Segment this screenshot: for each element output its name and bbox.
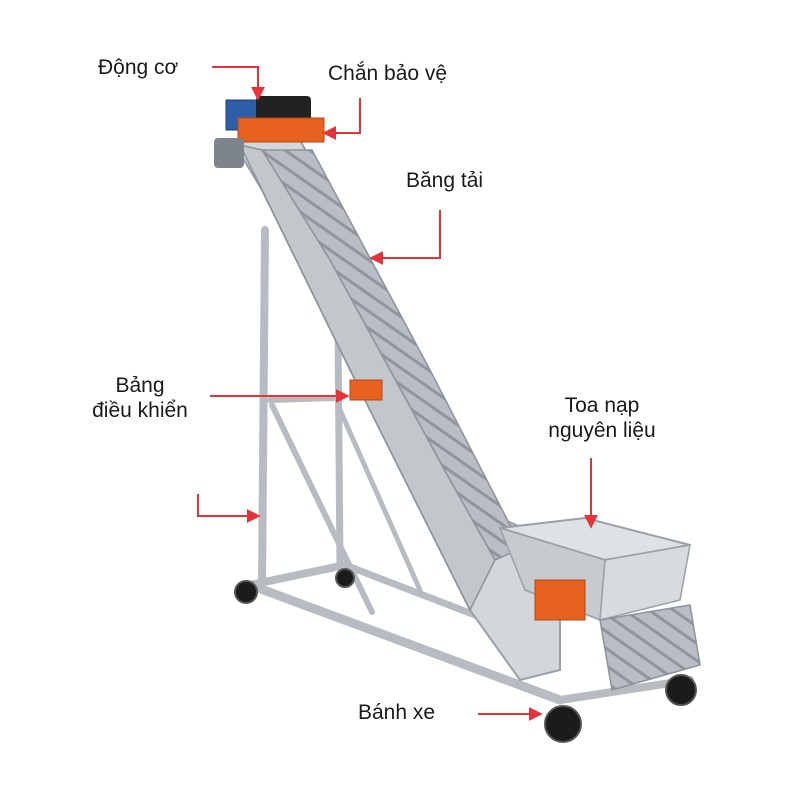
base-frame bbox=[245, 226, 694, 705]
label-control-line1: Bảng bbox=[115, 374, 165, 397]
hopper bbox=[498, 516, 701, 691]
label-control-line2: điều khiển bbox=[92, 399, 188, 422]
wheels bbox=[234, 568, 697, 743]
label-belt: Băng tải bbox=[406, 169, 484, 192]
guard-arrow bbox=[322, 98, 361, 140]
label-motor: Động cơ bbox=[98, 56, 179, 79]
leader-arrows bbox=[197, 66, 598, 721]
belt-arrow bbox=[369, 210, 441, 265]
label-wheel: Bánh xe bbox=[358, 701, 436, 724]
wheel bbox=[335, 568, 355, 588]
wheel bbox=[665, 674, 697, 706]
motor-arrow bbox=[212, 66, 265, 101]
wheel bbox=[544, 705, 582, 743]
frame-arrow bbox=[197, 494, 261, 523]
label-guard: Chắn bảo vệ bbox=[328, 62, 448, 85]
label-hopper: Toa nạp nguyên liệu bbox=[532, 393, 672, 443]
wheel bbox=[234, 580, 258, 604]
label-control-panel: Bảng điều khiển bbox=[78, 373, 202, 423]
label-hopper-line2: nguyên liệu bbox=[548, 419, 656, 442]
control-box bbox=[349, 379, 383, 401]
label-hopper-line1: Toa nạp bbox=[564, 394, 640, 417]
